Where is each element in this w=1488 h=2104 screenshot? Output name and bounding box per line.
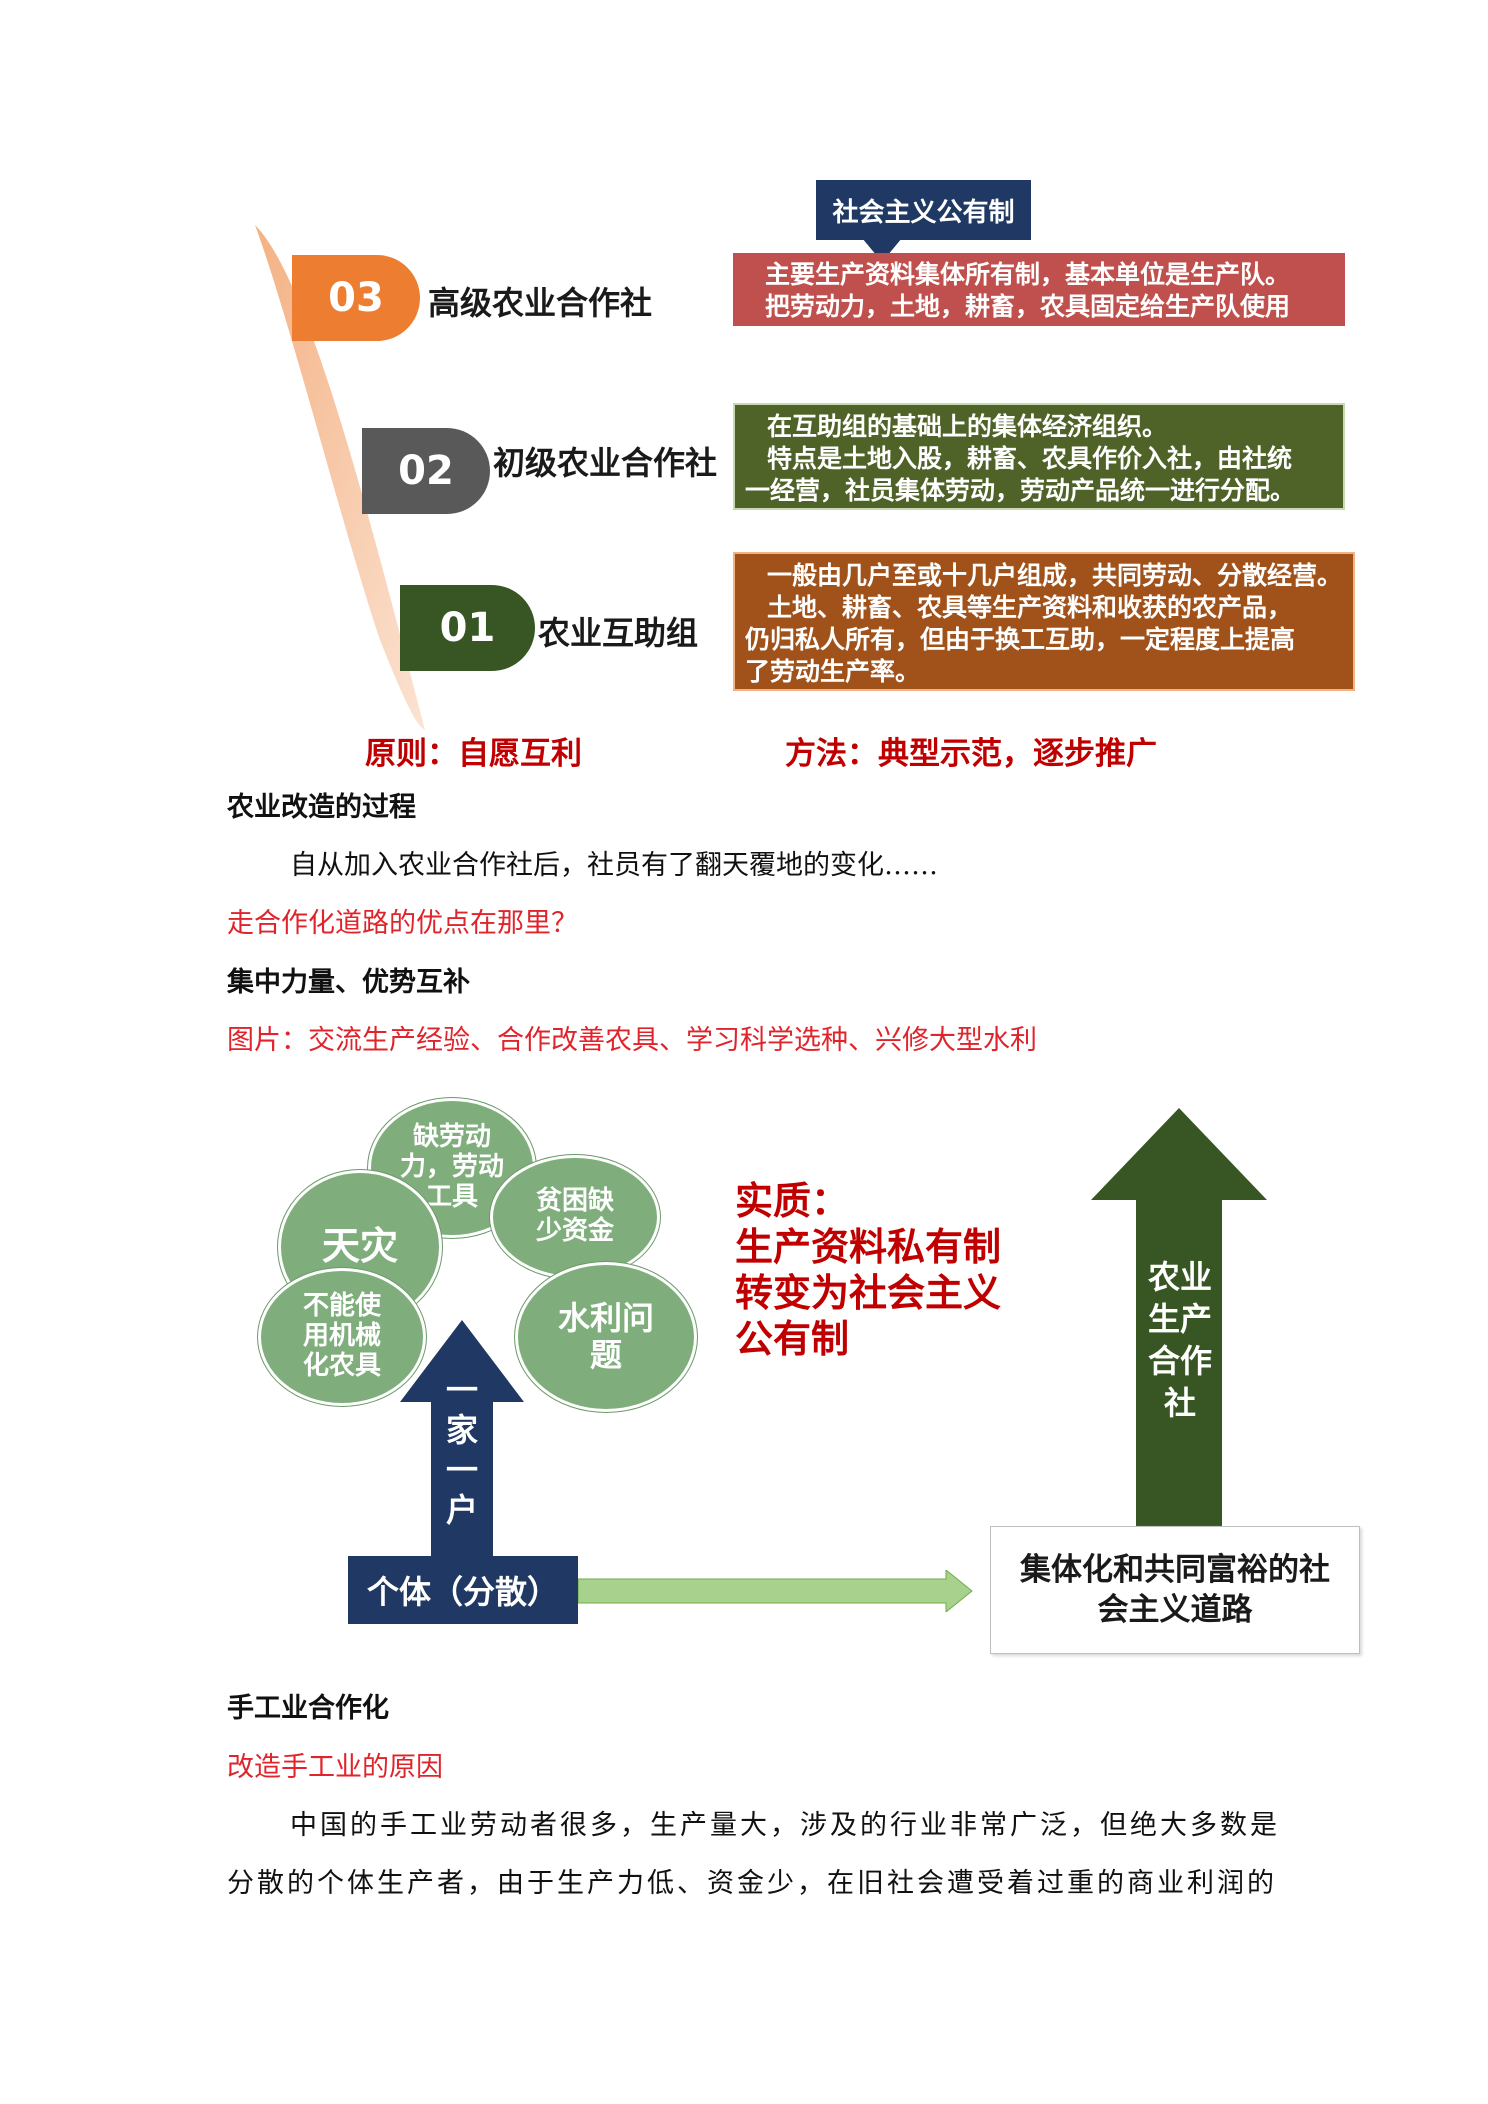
stage-03-label: 高级农业合作社 — [428, 284, 653, 322]
cooperative-up-arrow — [1091, 1108, 1267, 1528]
stage-01-description: 一般由几户至或十几户组成，共同劳动、分散经营。 土地、耕畜、农具等生产资料和收获… — [733, 552, 1355, 691]
cooperative-arrow-label: 农业生产合作社 — [1147, 1258, 1212, 1422]
desc-02-line-1: 在互助组的基础上的集体经济组织。 — [767, 412, 1168, 441]
heading-process: 农业改造的过程 — [227, 792, 416, 823]
stage-01-label: 农业互助组 — [538, 614, 699, 652]
essence-line-3: 公有制 — [735, 1317, 850, 1361]
desc-02-line-3: 一经营，社员集体劳动，劳动产品统一进行分配。 — [745, 476, 1296, 505]
circle-no-machinery: 不能使用机械化农具 — [258, 1268, 426, 1406]
question-reason: 改造手工业的原因 — [227, 1752, 443, 1783]
essence-line-1: 生产资料私有制 — [735, 1225, 1002, 1269]
paragraph-reason-2: 分散的个体生产者，由于生产力低、资金少，在旧社会遭受着过重的商业利润的 — [227, 1868, 1277, 1899]
circle-water-conservancy: 水利问题 — [515, 1262, 697, 1412]
desc-02-line-2: 特点是土地入股，耕畜、农具作价入社，由社统 — [767, 444, 1293, 473]
stage-02-description: 在互助组的基础上的集体经济组织。 特点是土地入股，耕畜、农具作价入社，由社统 一… — [733, 403, 1345, 510]
heading-handicraft: 手工业合作化 — [227, 1693, 389, 1724]
household-arrow-label: 一家一户 — [445, 1371, 478, 1529]
household-up-arrow — [400, 1320, 524, 1570]
circle-poverty: 贫困缺少资金 — [490, 1155, 660, 1279]
tag-pointer — [862, 238, 902, 262]
desc-03-line-1: 主要生产资料集体所有制，基本单位是生产队。 — [765, 260, 1291, 289]
heading-concentrate: 集中力量、优势互补 — [227, 967, 470, 998]
desc-01-line-2: 土地、耕畜、农具等生产资料和收获的农产品， — [767, 593, 1293, 622]
paragraph-reason-1: 中国的手工业劳动者很多，生产量大，涉及的行业非常广泛，但绝大多数是 — [290, 1810, 1280, 1841]
essence-line-2: 转变为社会主义 — [735, 1271, 1002, 1315]
individual-box: 个体（分散） — [348, 1556, 578, 1624]
essence-title: 实质： — [735, 1179, 850, 1223]
method-note: 方法：典型示范，逐步推广 — [785, 736, 1157, 772]
diagram1-curve — [255, 225, 425, 730]
question-advantage: 走合作化道路的优点在那里？ — [227, 908, 578, 939]
destination-box: 集体化和共同富裕的社会主义道路 — [990, 1526, 1360, 1654]
collectivization-right-arrow — [578, 1570, 973, 1612]
stage-01-badge: 01 — [400, 585, 535, 671]
public-ownership-tag: 社会主义公有制 — [816, 180, 1031, 240]
stage-03-badge: 03 — [292, 255, 420, 341]
principle-note: 原则：自愿互利 — [365, 736, 582, 772]
picture-caption: 图片：交流生产经验、合作改善农具、学习科学选种、兴修大型水利 — [227, 1025, 1037, 1056]
stage-03-description: 主要生产资料集体所有制，基本单位是生产队。 把劳动力，土地，耕畜，农具固定给生产… — [733, 253, 1345, 326]
stage-02-label: 初级农业合作社 — [493, 444, 718, 482]
desc-01-line-3: 仍归私人所有，但由于换工互助，一定程度上提高 — [745, 625, 1296, 654]
desc-03-line-2: 把劳动力，土地，耕畜，农具固定给生产队使用 — [765, 292, 1291, 321]
circle-labor-shortage: 缺劳动力，劳动工具 — [368, 1098, 536, 1238]
desc-01-line-4: 了劳动生产率。 — [745, 657, 921, 686]
paragraph-change: 自从加入农业合作社后，社员有了翻天覆地的变化…… — [290, 850, 938, 881]
stage-02-badge: 02 — [362, 428, 490, 514]
desc-01-line-1: 一般由几户至或十几户组成，共同劳动、分散经营。 — [767, 561, 1343, 590]
